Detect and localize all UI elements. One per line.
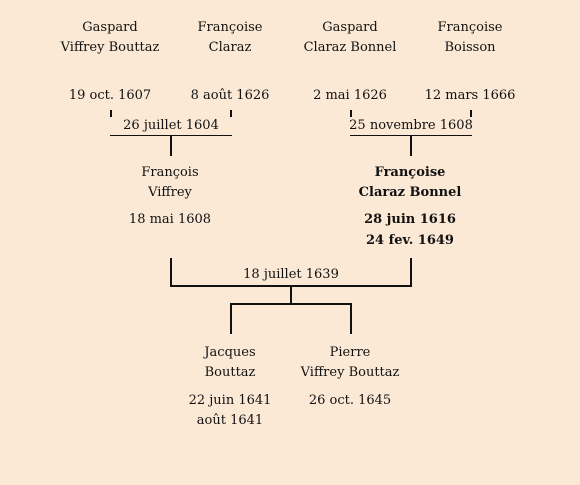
first-name: Gaspard	[82, 20, 138, 35]
person-jacques-bouttaz: Jacques Bouttaz	[160, 343, 300, 383]
connector-line	[170, 134, 172, 156]
marriage-date-left: 26 juillet 1604	[101, 117, 241, 135]
person-francois-viffrey: François Viffrey	[100, 163, 240, 203]
last-name: Claraz Bonnel	[303, 40, 397, 55]
person-gaspard-claraz-bonnel: Gaspard Claraz Bonnel	[280, 18, 420, 58]
connector-line	[410, 258, 412, 287]
first-name: Françoise	[197, 20, 263, 35]
birth-date: 19 oct. 1607	[68, 88, 152, 103]
person-francoise-claraz: Françoise Claraz	[160, 18, 300, 58]
connector-line	[170, 258, 172, 287]
last-name: Claraz Bonnel	[358, 185, 462, 200]
death-date: 24 fev. 1649	[366, 233, 454, 248]
birth-date: 18 mai 1608	[128, 212, 212, 227]
marriage-date-center: 18 juillet 1639	[221, 266, 361, 284]
first-name: Gaspard	[322, 20, 378, 35]
first-name: Jacques	[204, 345, 256, 360]
last-name: Bouttaz	[204, 365, 256, 380]
birth-date: 22 juin 1641	[188, 393, 272, 408]
first-name: Pierre	[329, 345, 371, 360]
connector-line	[410, 134, 412, 156]
last-name: Claraz	[208, 40, 252, 55]
death-date: août 1641	[196, 413, 264, 428]
first-name: Françoise	[437, 20, 503, 35]
marriage-date-right: 25 novembre 1608	[341, 117, 481, 135]
person-francoise-claraz-bonnel: Françoise Claraz Bonnel	[340, 163, 480, 203]
last-name: Boisson	[444, 40, 496, 55]
birth-date: 12 mars 1666	[424, 88, 516, 103]
last-name: Viffrey Bouttaz	[300, 365, 400, 380]
birth-date: 8 août 1626	[190, 88, 270, 103]
person-gaspard-viffrey-bouttaz: Gaspard Viffrey Bouttaz	[40, 18, 180, 58]
connector-line	[230, 303, 232, 334]
last-name: Viffrey Bouttaz	[60, 40, 160, 55]
connector-line	[290, 285, 292, 305]
birth-date: 28 juin 1616	[364, 212, 456, 227]
last-name: Viffrey	[148, 185, 192, 200]
connector-line	[350, 303, 352, 334]
person-francoise-boisson: Françoise Boisson	[400, 18, 540, 58]
connector-line	[230, 303, 352, 305]
birth-date: 2 mai 1626	[313, 88, 387, 103]
person-pierre-viffrey-bouttaz: Pierre Viffrey Bouttaz	[280, 343, 420, 383]
birth-date: 26 oct. 1645	[308, 393, 392, 408]
first-name: François	[141, 165, 199, 180]
first-name: Françoise	[374, 165, 446, 180]
